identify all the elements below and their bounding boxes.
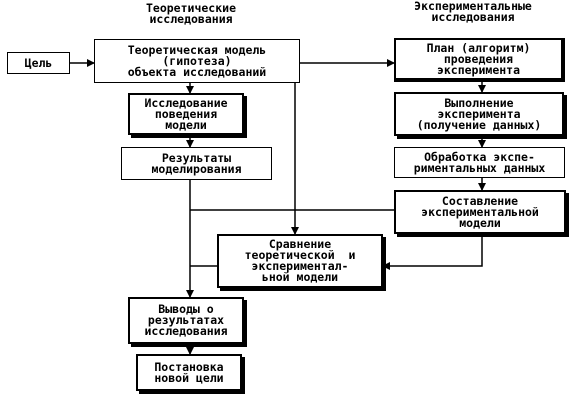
header-experimental: Экспериментальные исследования [414, 0, 532, 24]
comparison-box: Сравнение теоретической и экспериментал-… [217, 234, 383, 288]
theoretical-model-box: Теоретическая модель (гипотеза) объекта … [94, 39, 300, 83]
experiment-plan-box: План (алгоритм) проведения эксперимента [394, 38, 565, 82]
experimental-model-box: Составление экспериментальной модели [394, 190, 566, 234]
experiment-execution-box: Выполнение эксперимента (получение данны… [394, 92, 564, 136]
behavior-study-box: Исследование поведения модели [128, 93, 244, 135]
data-processing-box: Обработка экспе- риментальных данных [394, 147, 565, 178]
new-goal-box: Постановка новой цели [136, 354, 242, 391]
arrow-expmodel-to-comparison [382, 234, 483, 270]
goal-box: Цель [7, 52, 70, 74]
modeling-results-box: Результаты моделирования [121, 147, 272, 180]
conclusions-box: Выводы о результатах исследования [128, 297, 244, 344]
header-theoretical: Теоретические исследования [145, 1, 236, 26]
